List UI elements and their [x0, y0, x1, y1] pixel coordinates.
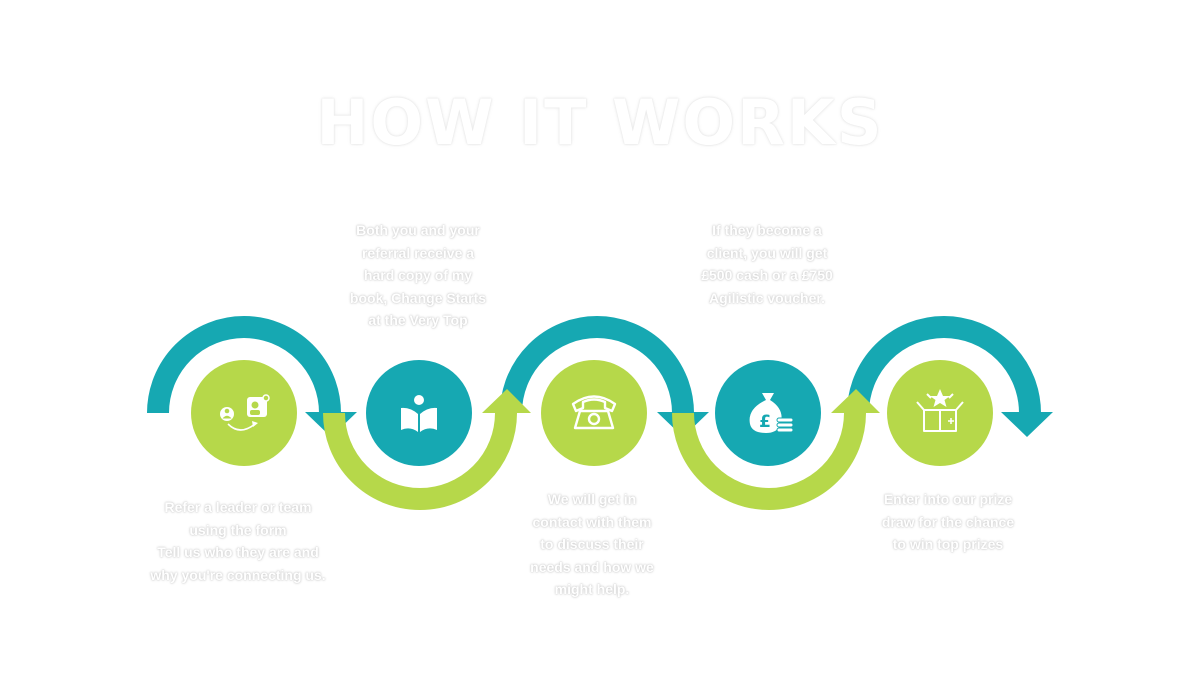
flow-arrow-5 — [847, 316, 1041, 414]
step-2-line: Both you and your — [356, 222, 480, 238]
telephone-icon — [571, 395, 617, 430]
referral-icon — [220, 394, 270, 431]
step-1-line: why you're connecting us. — [150, 566, 326, 583]
step-5-line: draw for the chance — [881, 513, 1015, 530]
step-1-line: Tell us who they are and — [157, 544, 319, 560]
step-4-line: Agilistic voucher. — [709, 289, 825, 306]
step-3-line: We will get in — [547, 491, 637, 507]
step-3-line: contact with them — [532, 513, 652, 530]
step-1-description: Refer a leader or team using the form Te… — [118, 496, 358, 586]
step-2-line: book, Change Starts — [349, 289, 487, 306]
step-5-line: to win top prizes — [892, 536, 1004, 552]
step-5-description: Enter into our prize draw for the chance… — [838, 488, 1058, 556]
flow-arrowhead-4 — [831, 389, 880, 413]
step-2-line: referral receive a — [361, 244, 475, 261]
prize-box-icon — [916, 389, 964, 432]
step-3-line: might help. — [554, 581, 630, 597]
step-4-line: client, you will get — [706, 244, 828, 261]
step-4-description: If they become a client, you will get £5… — [662, 219, 872, 309]
flow-arrow-3 — [500, 316, 694, 414]
flow-arrowhead-2 — [482, 389, 531, 413]
step-3-line: needs and how we — [530, 558, 654, 575]
step-4-line: £500 cash or a £750 — [701, 267, 833, 283]
step-2-line: hard copy of my — [363, 267, 473, 283]
svg-text:£: £ — [759, 412, 771, 432]
step-3-description: We will get in contact with them to disc… — [492, 488, 692, 601]
step-3-line: to discuss their — [540, 536, 644, 552]
flow-arrow-1 — [147, 316, 341, 414]
step-2-circle — [366, 360, 472, 466]
book-reader-icon — [401, 395, 437, 432]
flow-arrow-4 — [672, 412, 866, 510]
flow-arrow-2 — [323, 412, 517, 510]
step-2-description: Both you and your referral receive a har… — [318, 219, 518, 332]
step-5-line: Enter into our prize — [883, 491, 1013, 507]
page-title: HOW IT WORKS — [316, 86, 884, 159]
step-4-line: If they become a — [712, 222, 822, 238]
step-2-line: at the Very Top — [368, 312, 468, 328]
money-bag-icon: £ — [749, 393, 794, 433]
flow-arrowhead-5 — [1001, 412, 1053, 437]
step-1-line: using the form — [189, 521, 287, 538]
step-1-line: Refer a leader or team — [164, 499, 312, 515]
step-1-circle — [191, 360, 297, 466]
